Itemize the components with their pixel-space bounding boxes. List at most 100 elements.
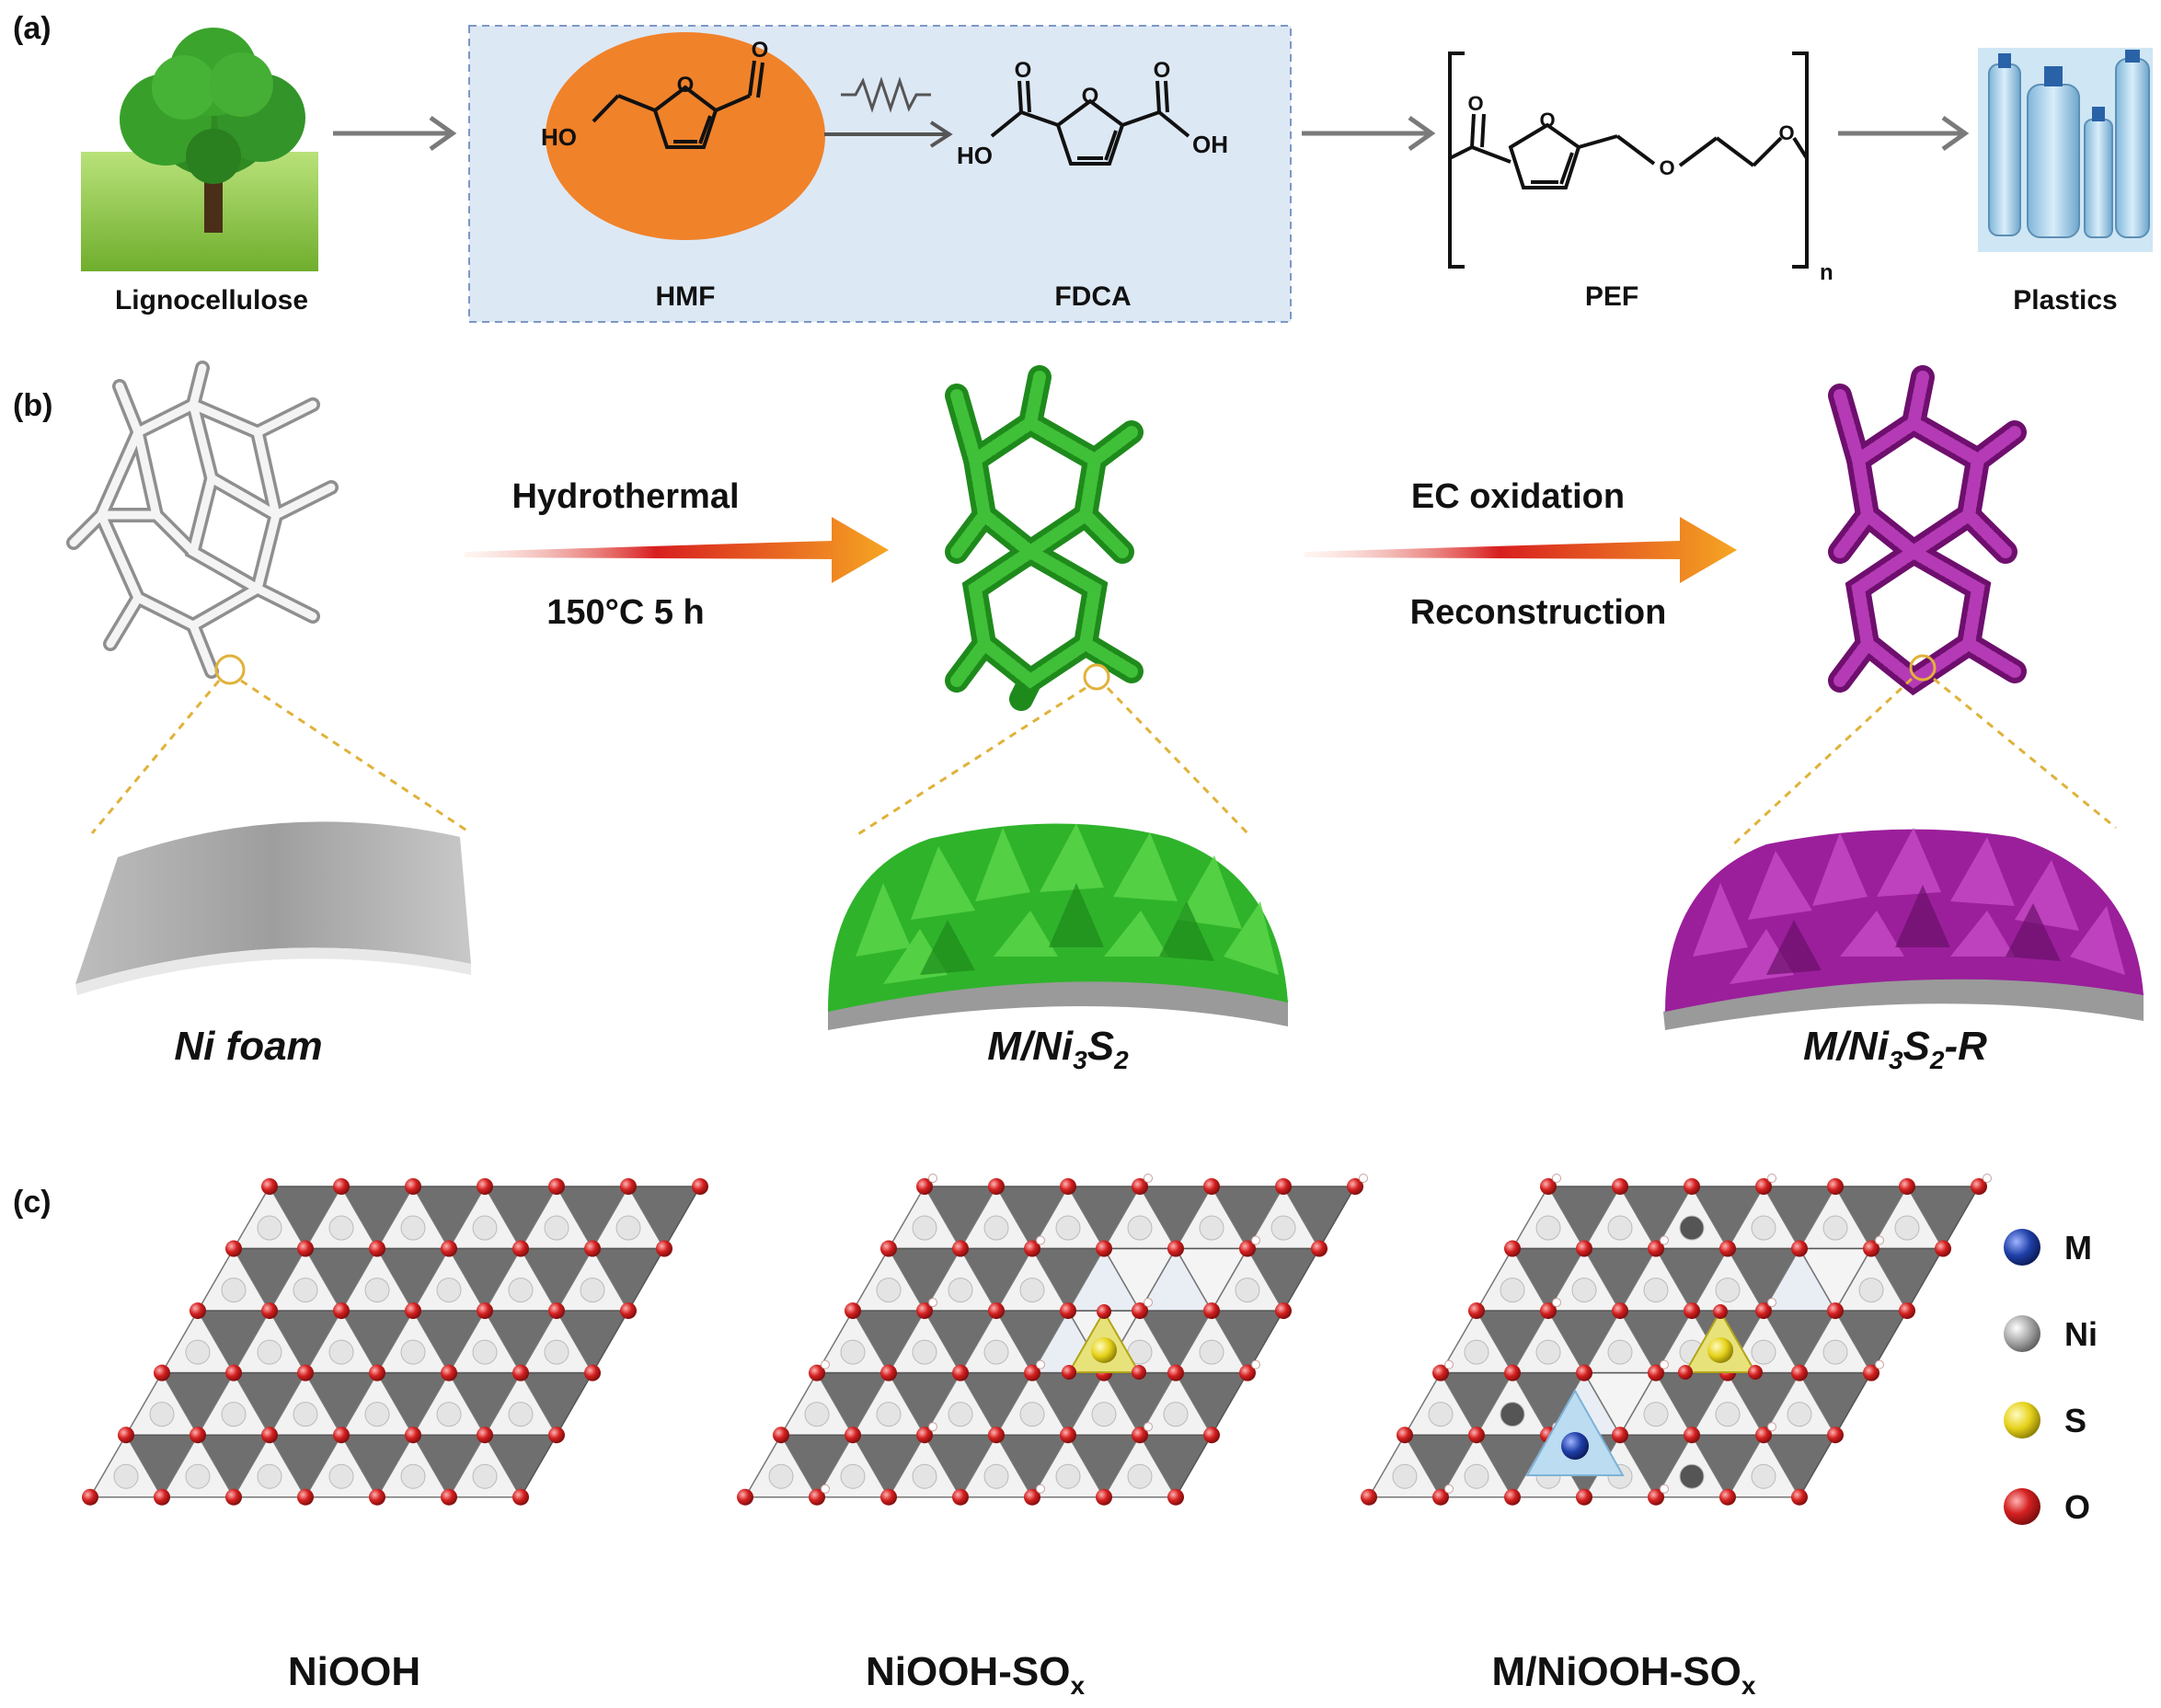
o-atom: [1432, 1488, 1449, 1506]
o-atom: [1361, 1488, 1377, 1506]
ni-atom: [544, 1339, 569, 1365]
o-atom: [809, 1364, 825, 1381]
o-atom: [1899, 1178, 1915, 1195]
ni-atom: [508, 1278, 534, 1303]
legend-ni-ball: [2004, 1315, 2040, 1352]
ni-atom: [544, 1215, 569, 1241]
panel-b-label: (b): [13, 388, 52, 423]
ni-atom: [1392, 1463, 1418, 1489]
o-atom: [1132, 1178, 1148, 1195]
hydrothermal-arrow-icon: [465, 517, 889, 583]
o-atom: [845, 1427, 861, 1444]
o-atom: [1347, 1178, 1363, 1195]
o-atom: [297, 1364, 314, 1381]
o-atom: [261, 1427, 278, 1444]
legend-ni-label: Ni: [2064, 1315, 2098, 1353]
ni-atom: [400, 1339, 426, 1365]
ni-atom: [1679, 1215, 1705, 1241]
o-atom: [441, 1364, 457, 1381]
o-atom: [1132, 1365, 1146, 1380]
o-atom: [477, 1178, 493, 1195]
h-atom: [1036, 1235, 1045, 1245]
legend-o-ball: [2004, 1488, 2040, 1525]
o-atom: [1576, 1488, 1592, 1506]
o-atom: [916, 1427, 933, 1444]
o-atom: [880, 1364, 897, 1381]
h-atom: [1444, 1359, 1454, 1370]
ni-foam-structure-icon: [66, 361, 339, 685]
ni-atom: [1019, 1278, 1045, 1303]
ni-atom: [1787, 1402, 1812, 1427]
zoom-lines: [853, 686, 1253, 839]
h-atom: [1660, 1359, 1669, 1370]
o-atom: [1684, 1302, 1700, 1320]
h-atom: [1036, 1484, 1045, 1494]
s-atom: [1707, 1337, 1733, 1363]
ni-atom: [1163, 1402, 1189, 1427]
fdca-ring-oxygen: O: [1082, 84, 1099, 109]
ni-atom: [876, 1402, 902, 1427]
fdca-carbonyl-oxygen-right: O: [1154, 58, 1171, 83]
ni-atom: [1535, 1339, 1561, 1365]
h-atom: [1251, 1359, 1260, 1370]
h-atom: [1660, 1484, 1669, 1494]
o-atom: [1648, 1364, 1664, 1381]
o-atom: [656, 1240, 672, 1257]
ni-atom: [1428, 1402, 1454, 1427]
o-atom: [845, 1302, 861, 1320]
h-atom: [1036, 1359, 1045, 1370]
o-atom: [916, 1302, 933, 1320]
ni-atom: [948, 1278, 973, 1303]
pef-ring-oxygen: O: [1539, 109, 1555, 132]
o-atom: [154, 1488, 170, 1506]
o-atom: [512, 1364, 529, 1381]
o-atom: [82, 1488, 98, 1506]
m-ni3s2-r-sub2: 2: [1929, 1046, 1945, 1074]
o-atom: [118, 1427, 134, 1444]
h-atom: [1144, 1422, 1153, 1432]
o-atom: [1827, 1427, 1844, 1444]
ni-atom: [580, 1278, 605, 1303]
ni-atom: [508, 1402, 534, 1427]
o-atom: [1576, 1240, 1592, 1257]
o-atom: [1612, 1178, 1628, 1195]
h-atom: [821, 1359, 830, 1370]
ni-atom: [293, 1278, 318, 1303]
ni-atom: [185, 1463, 211, 1489]
o-atom: [584, 1364, 601, 1381]
arrow2-top-text: EC oxidation: [1411, 477, 1625, 516]
o-atom: [225, 1240, 242, 1257]
h-atom: [1767, 1298, 1776, 1308]
o-atom: [512, 1240, 529, 1257]
o-atom: [1167, 1364, 1184, 1381]
h-atom: [928, 1174, 937, 1183]
ni-atom: [364, 1402, 390, 1427]
o-atom: [1648, 1240, 1664, 1257]
ni-atom: [1607, 1339, 1633, 1365]
o-atom: [333, 1302, 350, 1320]
arrow-icon: [1302, 115, 1436, 152]
o-atom: [620, 1302, 637, 1320]
ni-atom: [221, 1278, 247, 1303]
o-atom: [369, 1488, 385, 1506]
o-atom: [1096, 1240, 1112, 1257]
lignocellulose-tree-icon: [81, 28, 318, 271]
ni-atom: [948, 1402, 973, 1427]
pef-ester-oxygen-2: O: [1778, 121, 1794, 144]
h-atom: [1875, 1235, 1884, 1245]
o-atom: [880, 1240, 897, 1257]
green-nanosheet-array: [828, 823, 1288, 1030]
o-atom: [333, 1178, 350, 1195]
o-atom: [1971, 1178, 1987, 1195]
o-atom: [1132, 1427, 1148, 1444]
o-atom: [988, 1178, 1005, 1195]
panel-a-label: (a): [13, 11, 52, 46]
ni-atom: [472, 1463, 498, 1489]
h-atom: [1444, 1484, 1454, 1494]
ni-atom: [1643, 1278, 1669, 1303]
ni-foam-label: Ni foam: [174, 1024, 322, 1069]
o-atom: [1024, 1364, 1040, 1381]
ni-atom: [221, 1402, 247, 1427]
ni-atom: [1535, 1215, 1561, 1241]
ni-atom: [615, 1215, 641, 1241]
